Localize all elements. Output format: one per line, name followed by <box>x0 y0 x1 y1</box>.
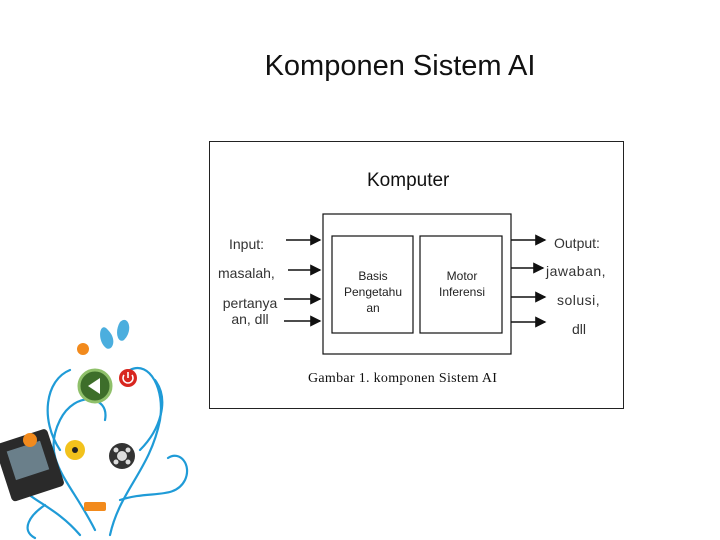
film-reel-icon <box>109 443 135 469</box>
diagram-frame <box>209 141 624 409</box>
output-item: dll <box>572 321 587 337</box>
slide-title: Komponen Sistem AI <box>264 50 536 82</box>
figure-caption: Gambar 1. komponen Sistem AI <box>308 371 498 386</box>
output-item: solusi, <box>557 292 601 308</box>
orange-dot-icon <box>23 433 37 447</box>
back-button-icon <box>77 368 113 404</box>
inference-engine-label: Motor Inferensi <box>438 269 486 299</box>
decorative-swirl-art <box>0 319 189 540</box>
usb-drive-icon <box>84 502 106 511</box>
radiation-icon <box>65 440 85 460</box>
input-label: Input: <box>229 236 265 252</box>
orange-dot-icon <box>77 343 89 355</box>
power-icon <box>119 369 137 387</box>
knowledge-base-label: Basis Pengetahu an <box>343 269 403 315</box>
output-label: Output: <box>554 235 600 251</box>
computer-label: Komputer <box>367 170 450 191</box>
input-item: masalah, <box>218 265 275 281</box>
output-item: jawaban, <box>546 263 607 279</box>
knowledge-base-block <box>331 235 414 334</box>
laptop-icon <box>0 429 64 502</box>
inference-engine-block <box>419 235 503 334</box>
input-item: pertanya an, dll <box>222 295 278 327</box>
